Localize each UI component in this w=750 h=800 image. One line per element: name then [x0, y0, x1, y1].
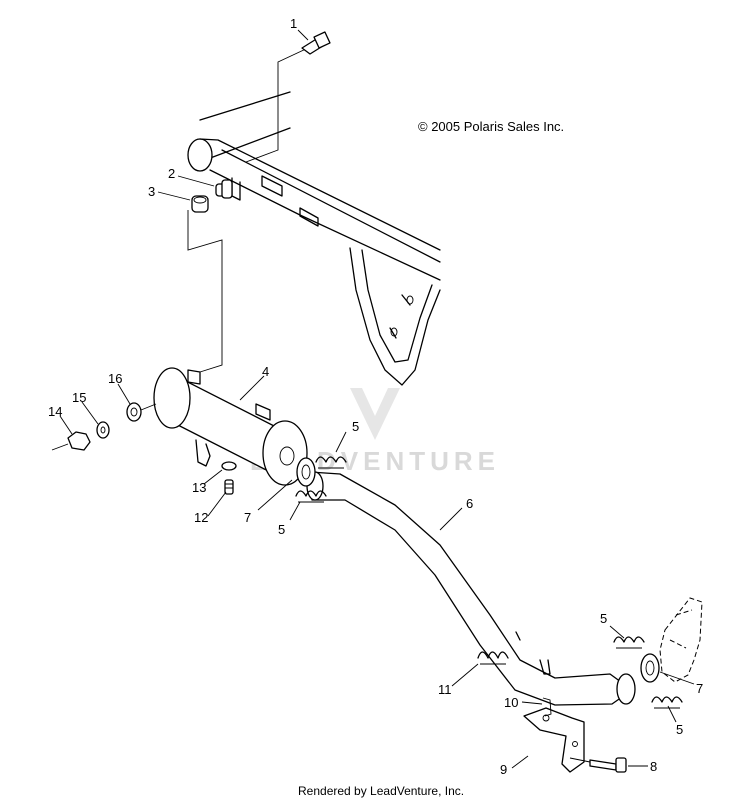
- part-2-bushing: [215, 179, 233, 199]
- callout-10: 10: [504, 695, 518, 710]
- part-10-clip: [542, 697, 552, 717]
- callout-7a: 7: [244, 510, 251, 525]
- callout-7b: 7: [696, 681, 703, 696]
- part-13-washer: [221, 461, 237, 471]
- part-14-nut: [51, 431, 91, 451]
- callout-1: 1: [290, 16, 297, 31]
- callout-leaders: [59, 29, 695, 769]
- part-12-screw: [224, 479, 234, 495]
- callout-2: 2: [168, 166, 175, 181]
- part-11-spring: [477, 651, 509, 665]
- part-1-bolt: [301, 31, 331, 55]
- callout-16: 16: [108, 371, 122, 386]
- frame-assembly: [187, 91, 441, 386]
- part-7-gasket-b: [640, 653, 660, 683]
- footer-credit: Rendered by LeadVenture, Inc.: [298, 784, 464, 798]
- part-3-spacer: [191, 195, 209, 213]
- callout-15: 15: [72, 390, 86, 405]
- callout-4: 4: [262, 364, 269, 379]
- engine-outline-dashed: [659, 597, 703, 683]
- callout-14: 14: [48, 404, 62, 419]
- callout-12: 12: [194, 510, 208, 525]
- callout-5c: 5: [600, 611, 607, 626]
- callout-13: 13: [192, 480, 206, 495]
- callout-3: 3: [148, 184, 155, 199]
- part-15-lockwasher: [96, 421, 110, 439]
- callout-8: 8: [650, 759, 657, 774]
- callout-6: 6: [466, 496, 473, 511]
- part-5-spring-a: [315, 456, 347, 469]
- callout-11: 11: [438, 682, 452, 697]
- callout-5b: 5: [278, 522, 285, 537]
- part-5-spring-d: [651, 696, 683, 709]
- part-5-spring-c: [613, 636, 645, 649]
- part-7-gasket-a: [296, 457, 316, 487]
- part-8-bolt: [569, 757, 627, 773]
- callout-9: 9: [500, 762, 507, 777]
- part-5-spring-b: [295, 490, 327, 503]
- part-4-muffler: [153, 367, 308, 486]
- part-9-bracket: [523, 707, 585, 773]
- part-16-washer: [126, 402, 157, 422]
- callout-5d: 5: [676, 722, 683, 737]
- copyright-notice: © 2005 Polaris Sales Inc.: [418, 119, 564, 134]
- callout-5a: 5: [352, 419, 359, 434]
